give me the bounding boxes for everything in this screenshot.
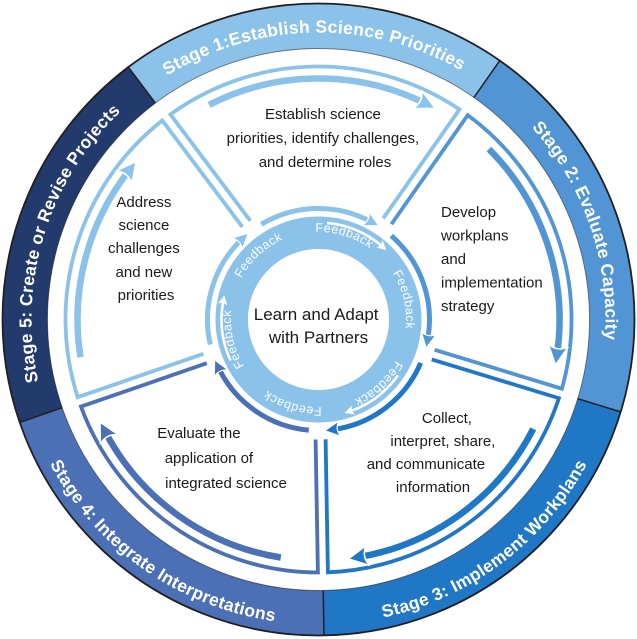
stage-1-wedge-text: Establish science priorities, identify c… [227, 106, 424, 171]
hub-center-circle [248, 249, 389, 390]
ring-segment-dividers [19, 60, 621, 636]
stage-4-ring-segment [19, 407, 324, 636]
stage-3-wedge-text: Collect, interpret, share, and communica… [367, 410, 500, 496]
stage-3-flow-arrow [360, 427, 537, 557]
stage-1-ring-segment [128, 3, 500, 104]
stage-4-wedge-text: Evaluate the application of integrated s… [157, 425, 287, 492]
stage-4-wedge-border [78, 361, 320, 575]
stage-3-ring-segment [323, 398, 621, 636]
hub-feedback-arrows [203, 204, 429, 433]
stage-1-flow-arrow [207, 75, 424, 105]
stage-3-wedge-border [323, 357, 562, 575]
stage-4-hub-arrow [219, 368, 310, 433]
stage-5-wedge-text: Address science challenges and new prior… [108, 194, 184, 304]
stage-5-hub-arrow [204, 240, 241, 346]
hub-center-text: Learn and Adapt with Partners [254, 305, 384, 347]
stage-4-flow-arrow [106, 433, 282, 561]
stage-3-hub-arrow [334, 361, 424, 430]
feedback-ring-arrows [217, 221, 400, 415]
stage-2-hub-arrow [389, 233, 429, 339]
stage-5-ring-segment [2, 67, 156, 423]
stage-2-ring-segment [473, 60, 635, 412]
stage-5-flow-arrow [74, 171, 129, 358]
stage-flow-arrows [72, 73, 560, 561]
feedback-arrow-bottom-right [344, 374, 400, 415]
stage-2-flow-arrow [486, 146, 560, 353]
feedback-arrow-left [217, 295, 232, 362]
stage-1-hub-arrow [260, 206, 370, 224]
inner-ring-edge [47, 48, 590, 591]
stage-5-wedge-border [63, 117, 244, 400]
feedback-ring [215, 216, 422, 423]
feedback-arrow-top [326, 221, 387, 251]
stage-2-wedge-text: Develop workplans and implementation str… [440, 204, 547, 315]
